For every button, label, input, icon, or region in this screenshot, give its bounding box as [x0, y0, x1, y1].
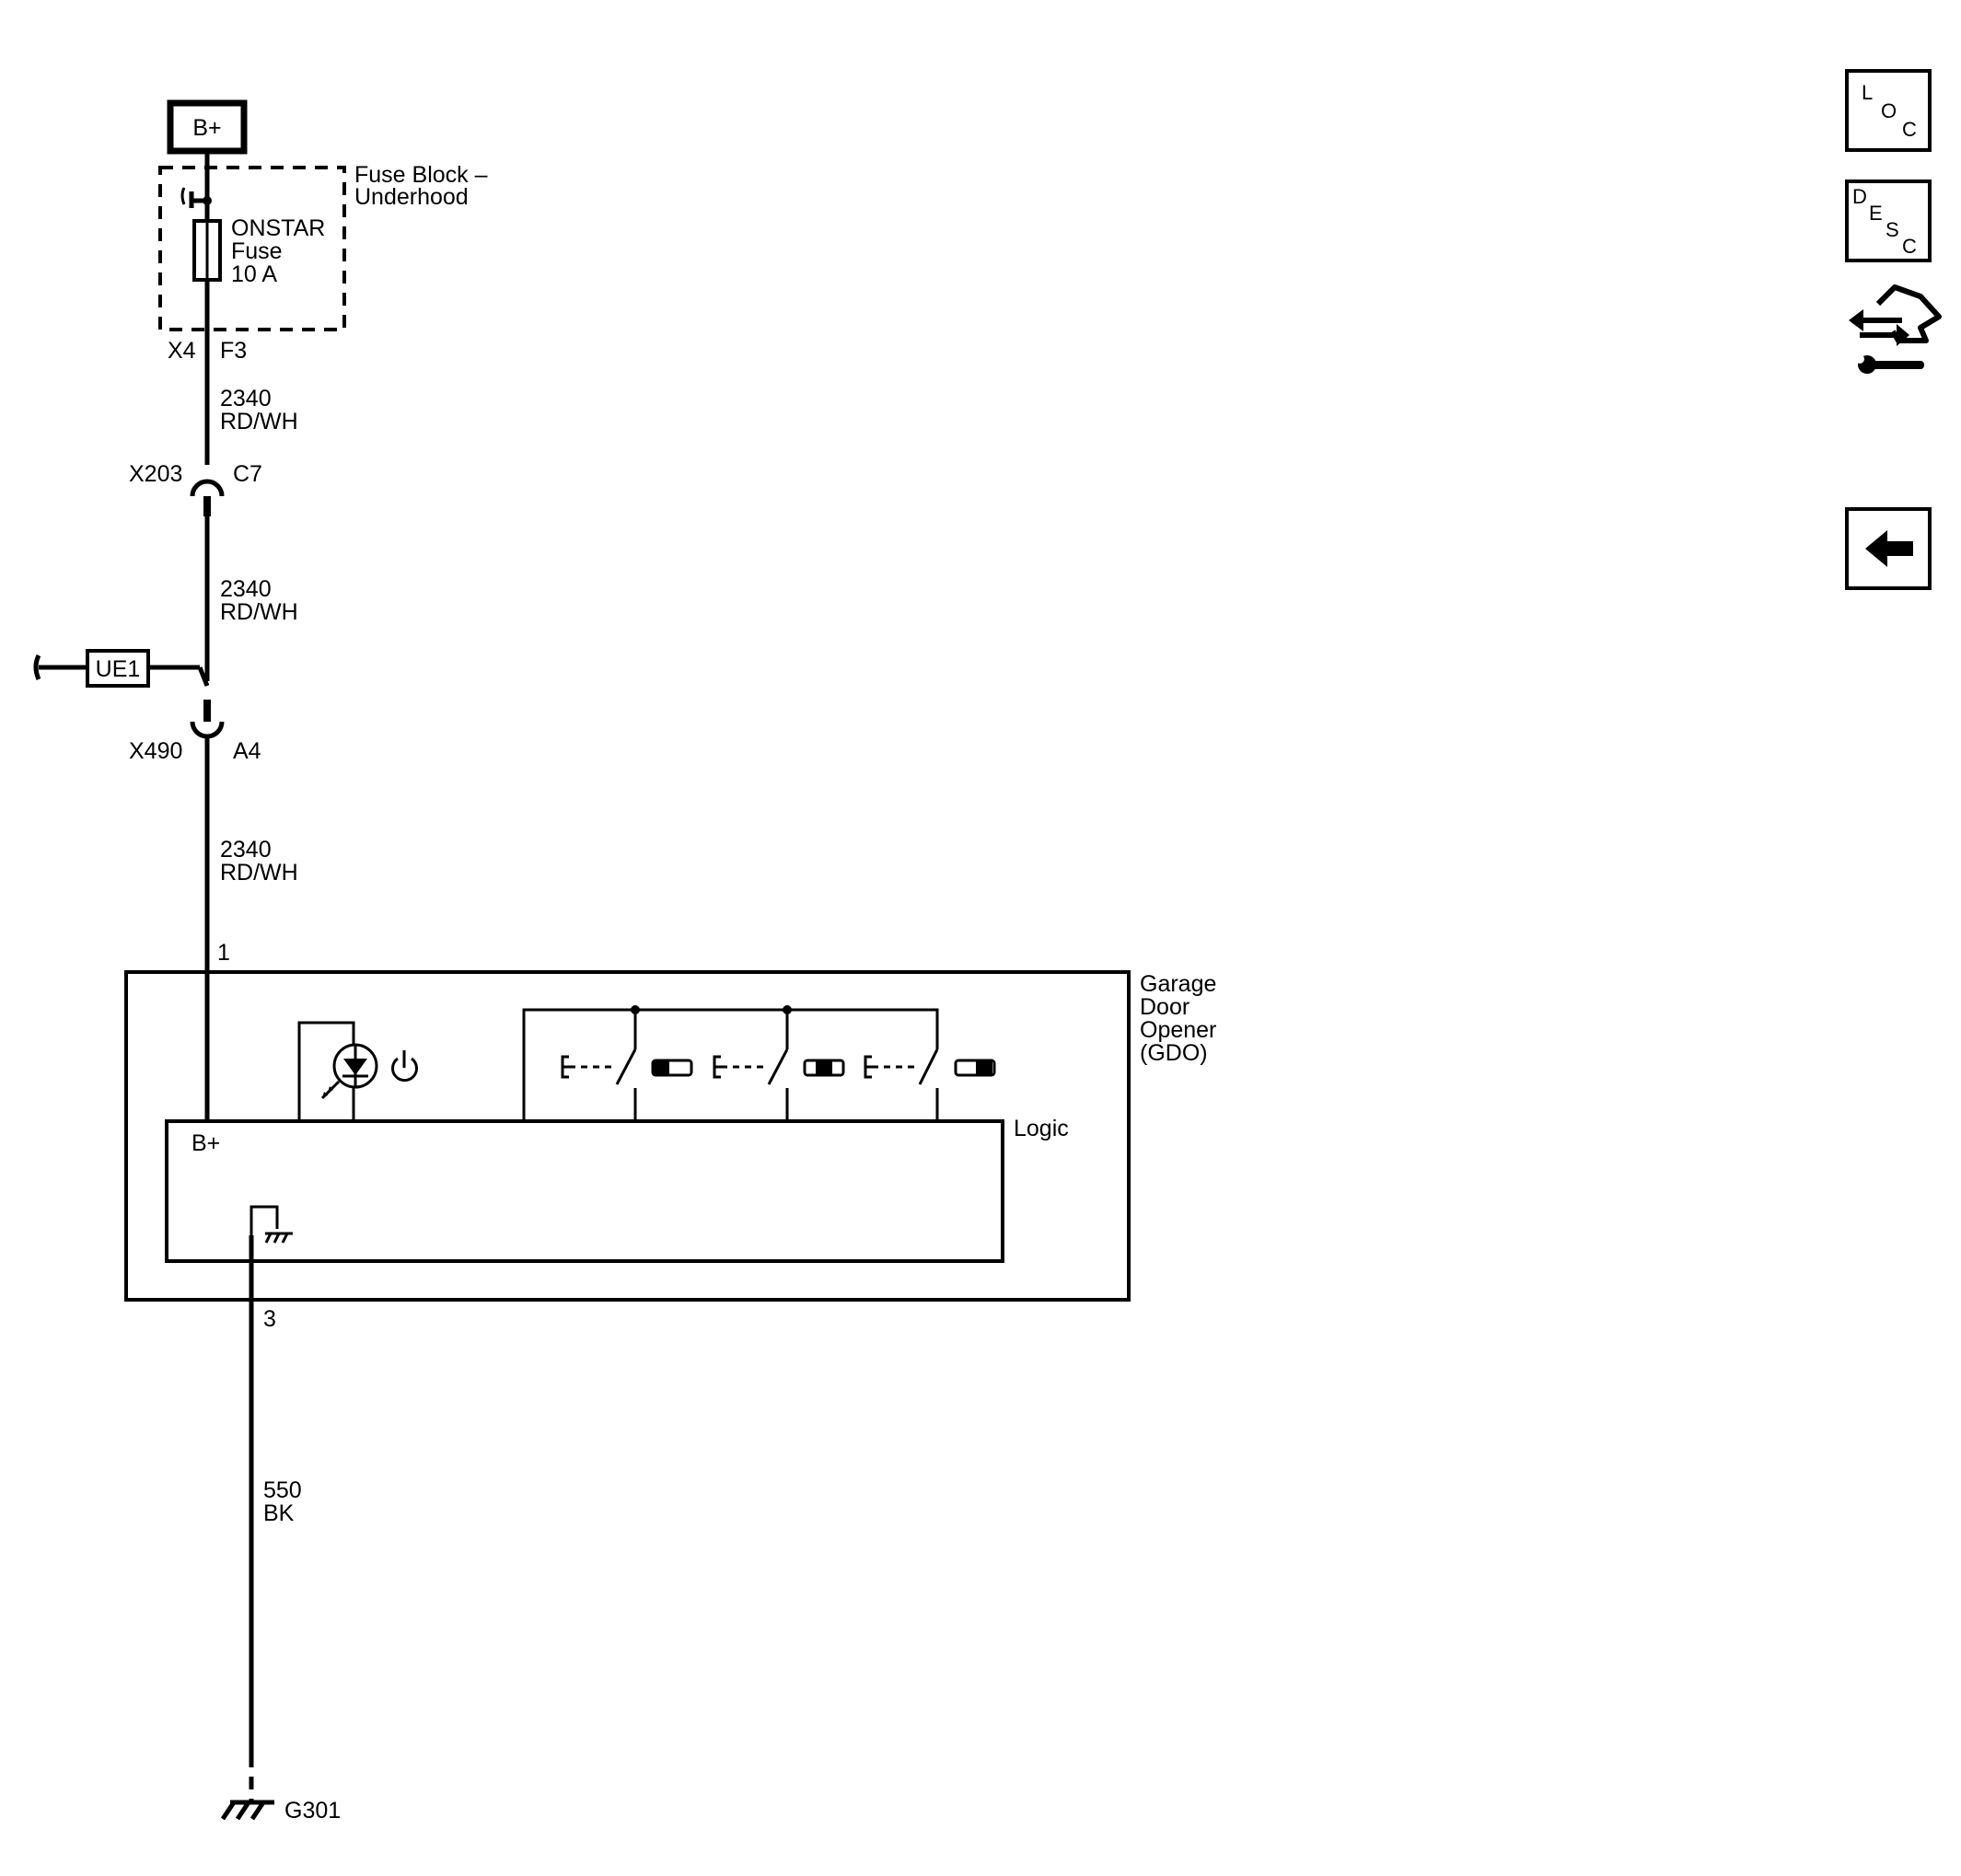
back-button[interactable]	[1845, 507, 1932, 590]
pin-a4: A4	[233, 738, 261, 764]
back-arrow-icon	[1865, 530, 1913, 567]
gdo-title-line3: Opener	[1140, 1017, 1216, 1043]
description-button[interactable]: D E S C	[1845, 179, 1932, 262]
logic-block	[165, 1119, 1004, 1263]
wire-color-seg2: RD/WH	[220, 599, 298, 625]
ground-g301-label: G301	[284, 1798, 341, 1824]
description-letter-d: D	[1852, 185, 1867, 208]
wire-circuit-seg3: 2340	[220, 837, 272, 863]
ground-g301-icon	[220, 1800, 274, 1821]
option-ue1: UE1	[33, 649, 210, 688]
pin-f3: F3	[220, 338, 247, 364]
garage-door-opener-module: Garage Door Opener (GDO) 1 Logic B+	[124, 940, 1216, 1302]
location-letter-l: L	[1862, 81, 1873, 104]
logic-input-label: B+	[191, 1130, 220, 1156]
connector-x490: X490	[129, 738, 182, 764]
wire-circuit-seg2: 2340	[220, 576, 272, 602]
wire-color-seg3: RD/WH	[220, 860, 298, 886]
switch-button-2	[713, 1048, 845, 1121]
gdo-title-line4: (GDO)	[1140, 1040, 1208, 1066]
switch-button-1	[561, 1048, 693, 1121]
inline-connector-x203	[190, 479, 225, 516]
switch-button-3	[864, 1048, 996, 1121]
fuse-block-title-line2: Underhood	[354, 184, 469, 210]
description-letter-e: E	[1869, 202, 1883, 225]
gdo-title-line1: Garage	[1140, 971, 1216, 997]
location-letter-c: C	[1902, 118, 1917, 141]
fuse-name: ONSTAR	[231, 215, 325, 241]
location-letter-o: O	[1881, 99, 1897, 122]
gdo-title-line2: Door	[1140, 994, 1189, 1020]
battery-positive-source: B+	[167, 99, 248, 155]
wire-color-ground: BK	[263, 1500, 295, 1526]
location-button[interactable]: L O C	[1845, 69, 1932, 152]
pin-c7: C7	[233, 461, 262, 487]
description-letter-s: S	[1886, 218, 1899, 241]
led-indicator-icon	[320, 1043, 378, 1100]
fuse-block-title-line1: Fuse Block –	[354, 162, 488, 188]
wire-circuit-seg1: 2340	[220, 386, 272, 411]
fuse-type: Fuse	[231, 238, 283, 264]
gdo-pin-ground: 3	[263, 1306, 276, 1332]
option-ue1-label: UE1	[96, 656, 141, 682]
fuse-rating: 10 A	[231, 261, 277, 287]
power-symbol-icon	[391, 1050, 418, 1083]
battery-positive-label: B+	[192, 115, 221, 141]
fuse-block-underhood: Fuse Block – Underhood	[158, 162, 488, 331]
wire-circuit-ground: 550	[263, 1477, 302, 1503]
logic-label: Logic	[1014, 1116, 1069, 1141]
description-letter-c: C	[1902, 235, 1917, 258]
onstar-fuse: ONSTAR Fuse 10 A	[192, 215, 325, 287]
gdo-pin-power: 1	[217, 940, 230, 966]
connector-x4: X4	[168, 338, 196, 364]
inline-connector-x490	[190, 700, 225, 739]
connector-end-view-icon[interactable]	[1841, 280, 1943, 381]
switch-bank	[522, 1005, 996, 1121]
chassis-ground-icon	[264, 1232, 293, 1244]
wire-color-seg1: RD/WH	[220, 409, 298, 434]
connector-x203: X203	[129, 461, 182, 487]
